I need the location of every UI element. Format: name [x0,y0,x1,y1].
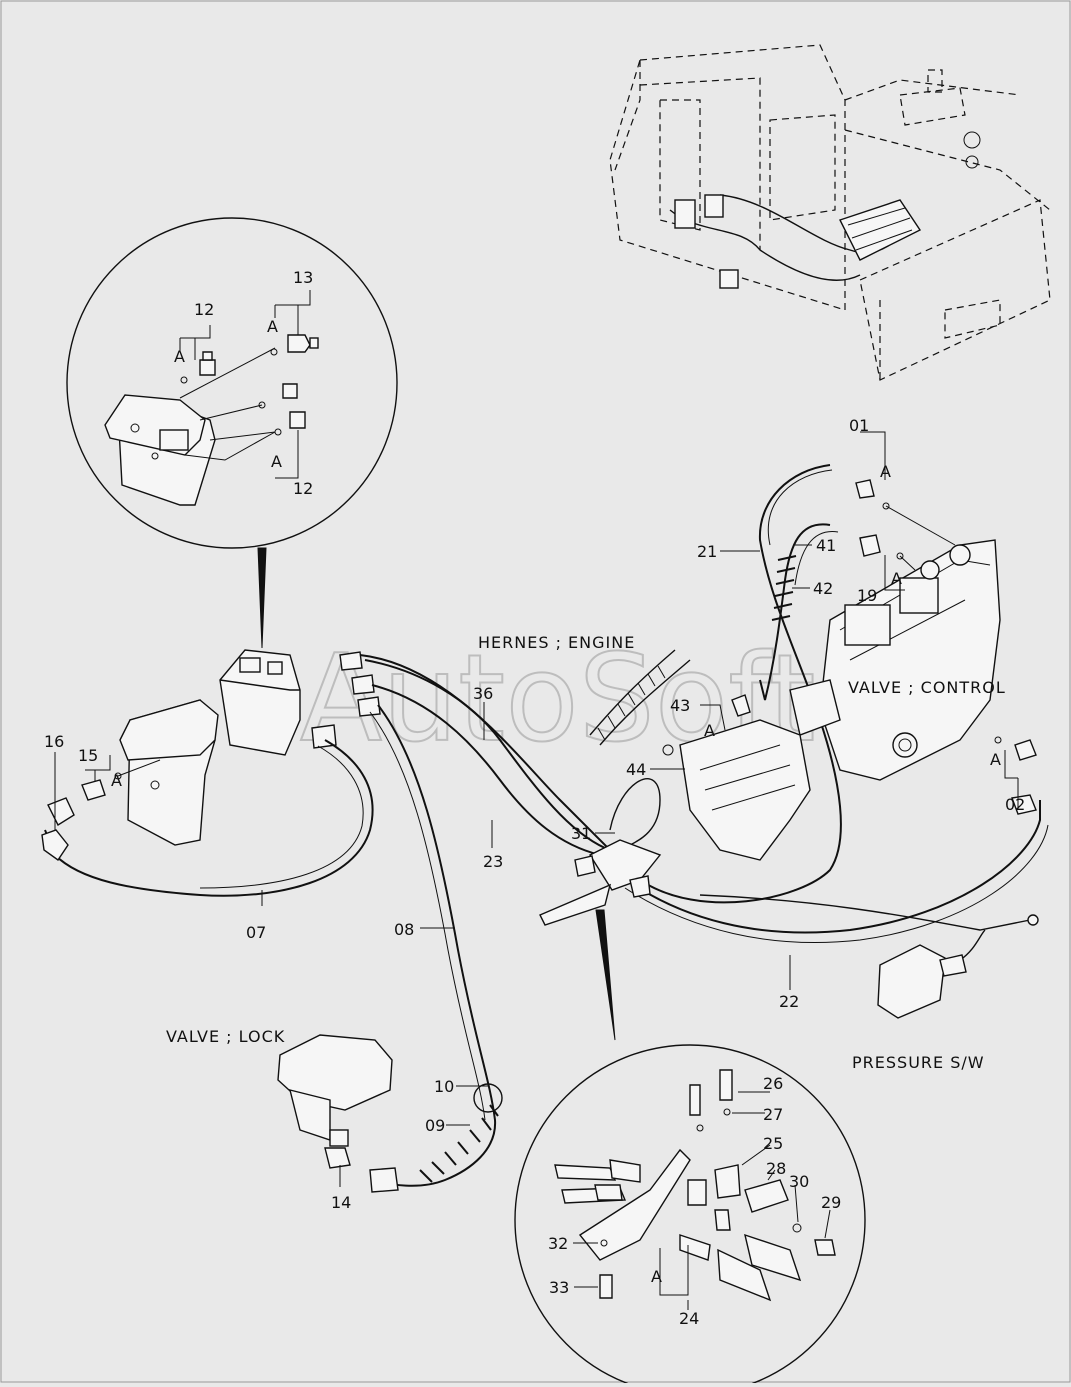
part-number-31: 31 [571,824,591,843]
solenoid-valve-block [662,694,811,861]
control-valve [789,479,1037,815]
part-number-13-top: 13 [293,268,313,287]
hernes-engine-label: HERNES ; ENGINE [478,633,635,652]
a-marker: A [651,1267,662,1286]
part-number-23: 23 [483,852,503,871]
part-number-16: 16 [44,732,64,751]
part-number-15: 15 [78,746,98,765]
part-number-36: 36 [473,684,493,703]
leader-lines [54,431,1019,1310]
part-number-30: 30 [789,1172,809,1191]
part-number-27: 27 [763,1105,783,1124]
spiral-guards [419,555,797,1183]
part-number-01: 01 [849,416,869,435]
part-number-19: 19 [857,586,877,605]
lock-valve [277,1034,503,1193]
travel-pilot-valve [41,699,219,861]
part-number-33: 33 [549,1278,569,1297]
part-number-28: 28 [766,1159,786,1178]
part-number-25: 25 [763,1134,783,1153]
part-number-10: 10 [434,1077,454,1096]
a-marker: A [111,771,122,790]
a-marker: A [174,347,185,366]
part-number-32: 32 [548,1234,568,1253]
part-labels: 13 12 A A A 12 01 A 21 41 42 A 19 HERNES… [44,268,1025,1328]
a-marker: A [267,317,278,336]
excavator-illustration [609,44,1051,381]
a-marker: A [990,750,1001,769]
part-number-08: 08 [394,920,414,939]
part-number-12-bottom: 12 [293,479,313,498]
part-number-29: 29 [821,1193,841,1212]
valve-lock-label: VALVE ; LOCK [166,1027,285,1046]
part-number-42: 42 [813,579,833,598]
part-number-43: 43 [670,696,690,715]
pressure-switch [877,914,1039,1019]
valve-control-label: VALVE ; CONTROL [848,678,1006,697]
part-number-26: 26 [763,1074,783,1093]
hose-bracket [539,839,662,1041]
pressure-switch-label: PRESSURE S/W [852,1053,985,1072]
detail-circle-bracket [514,1044,866,1387]
hose-lines [44,464,1049,1187]
a-marker: A [704,721,715,740]
part-number-12-top: 12 [194,300,214,319]
pilot-valve-assembly [219,649,381,756]
a-marker: A [880,462,891,481]
a-marker: A [891,569,902,588]
part-number-24: 24 [679,1309,699,1328]
detail-circle-pilot-valve [66,217,398,649]
part-number-41: 41 [816,536,836,555]
part-number-14: 14 [331,1193,351,1212]
engine-harness [589,649,691,746]
part-number-02: 02 [1005,795,1025,814]
part-number-44: 44 [626,760,646,779]
part-number-07: 07 [246,923,266,942]
part-number-09: 09 [425,1116,445,1135]
part-number-22: 22 [779,992,799,1011]
a-marker: A [271,452,282,471]
part-number-21: 21 [697,542,717,561]
